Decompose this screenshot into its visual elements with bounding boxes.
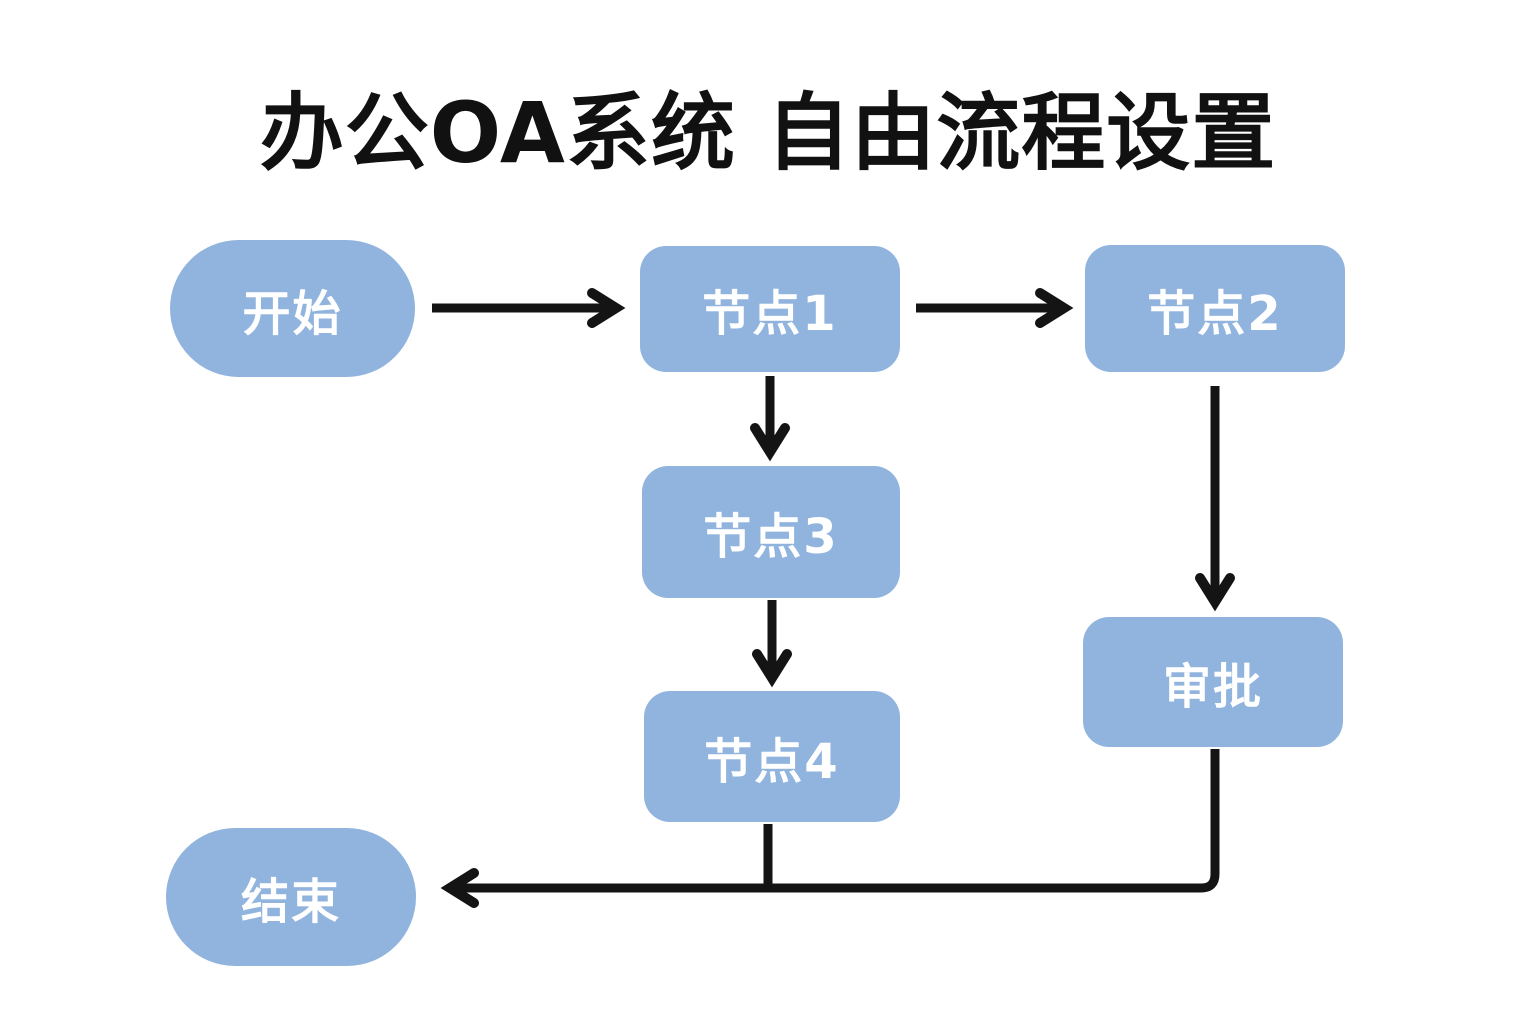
node-node1: 节点1 — [640, 246, 900, 372]
node-node2: 节点2 — [1085, 245, 1345, 372]
node-start: 开始 — [170, 240, 415, 377]
node-node3: 节点3 — [642, 466, 900, 598]
node-end: 结束 — [166, 828, 416, 966]
node-approval: 审批 — [1083, 617, 1343, 747]
node-node4: 节点4 — [644, 691, 900, 822]
page-title: 办公OA系统 自由流程设置 — [259, 84, 1277, 182]
